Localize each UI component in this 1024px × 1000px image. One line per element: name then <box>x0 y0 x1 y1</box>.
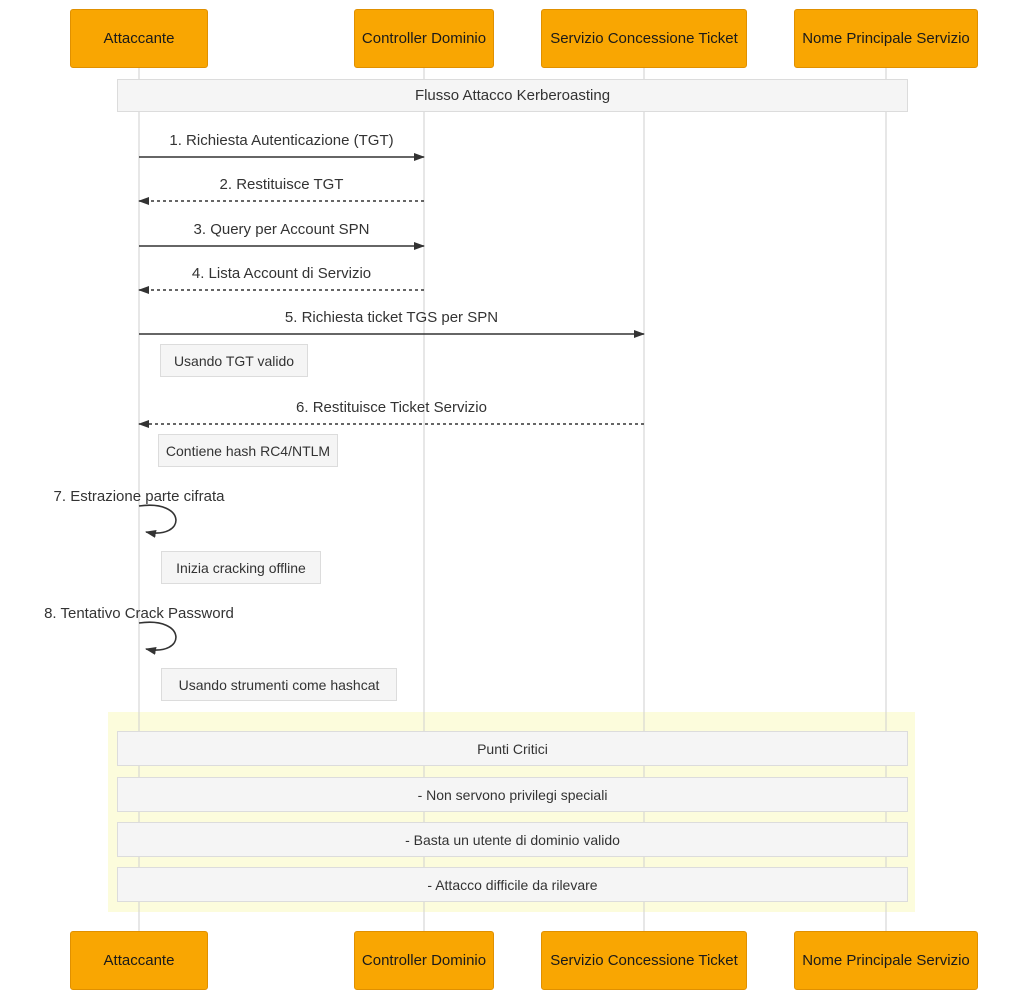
actor-attaccante-bottom: Attaccante <box>70 931 208 990</box>
note-1: Usando TGT valido <box>160 344 308 377</box>
critical-note-3: - Basta un utente di dominio valido <box>117 822 908 857</box>
critical-note-1: Punti Critici <box>117 731 908 766</box>
message-label-6: 6. Restituisce Ticket Servizio <box>296 399 487 416</box>
message-self-loop-8 <box>138 621 177 655</box>
actor-attaccante-top: Attaccante <box>70 9 208 68</box>
message-label-1: 1. Richiesta Autenticazione (TGT) <box>169 132 394 149</box>
actor-servizio-concessione-ticket-bottom: Servizio Concessione Ticket <box>541 931 747 990</box>
note-2: Contiene hash RC4/NTLM <box>158 434 338 467</box>
actor-nome-principale-servizio-top: Nome Principale Servizio <box>794 9 978 68</box>
note-3: Inizia cracking offline <box>161 551 321 584</box>
critical-note-2: - Non servono privilegi speciali <box>117 777 908 812</box>
message-label-4: 4. Lista Account di Servizio <box>191 265 372 282</box>
actor-nome-principale-servizio-bottom: Nome Principale Servizio <box>794 931 978 990</box>
message-label-3: 3. Query per Account SPN <box>193 221 370 238</box>
message-label-7: 7. Estrazione parte cifrata <box>53 488 225 505</box>
message-label-2: 2. Restituisce TGT <box>219 176 344 193</box>
diagram-title: Flusso Attacco Kerberoasting <box>117 79 908 112</box>
message-label-5: 5. Richiesta ticket TGS per SPN <box>284 309 499 326</box>
message-label-8: 8. Tentativo Crack Password <box>44 605 234 622</box>
actor-controller-dominio-top: Controller Dominio <box>354 9 494 68</box>
note-4: Usando strumenti come hashcat <box>161 668 397 701</box>
actor-servizio-concessione-ticket-top: Servizio Concessione Ticket <box>541 9 747 68</box>
actor-controller-dominio-bottom: Controller Dominio <box>354 931 494 990</box>
critical-note-4: - Attacco difficile da rilevare <box>117 867 908 902</box>
message-self-loop-7 <box>138 504 177 538</box>
